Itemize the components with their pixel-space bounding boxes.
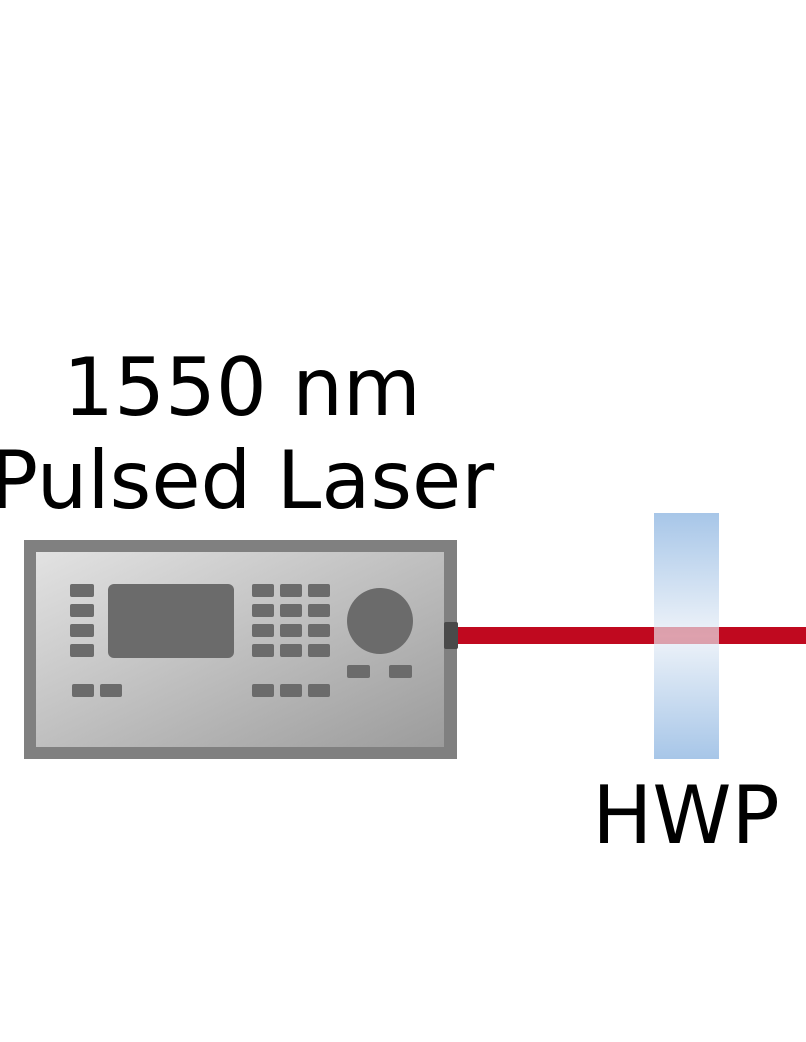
half-wave-plate-icon	[654, 513, 719, 759]
laser-knob	[347, 588, 413, 654]
waveplate-body	[654, 513, 719, 759]
laser-title-line1: 1550 nm	[63, 341, 421, 434]
laser-keypad-grid	[252, 584, 330, 657]
laser-knob-buttons	[347, 665, 412, 678]
laser-title-line2: Pulsed Laser	[0, 434, 494, 527]
laser-display	[108, 584, 234, 658]
waveplate-label: HWP	[592, 769, 780, 862]
waveplate-beam-overlap	[654, 627, 719, 644]
laser-source-icon	[24, 540, 458, 759]
laser-beam	[455, 627, 806, 644]
laser-output-port	[444, 622, 458, 649]
laser-bottom-keys	[72, 684, 330, 697]
laser-keypad-left	[70, 584, 94, 657]
